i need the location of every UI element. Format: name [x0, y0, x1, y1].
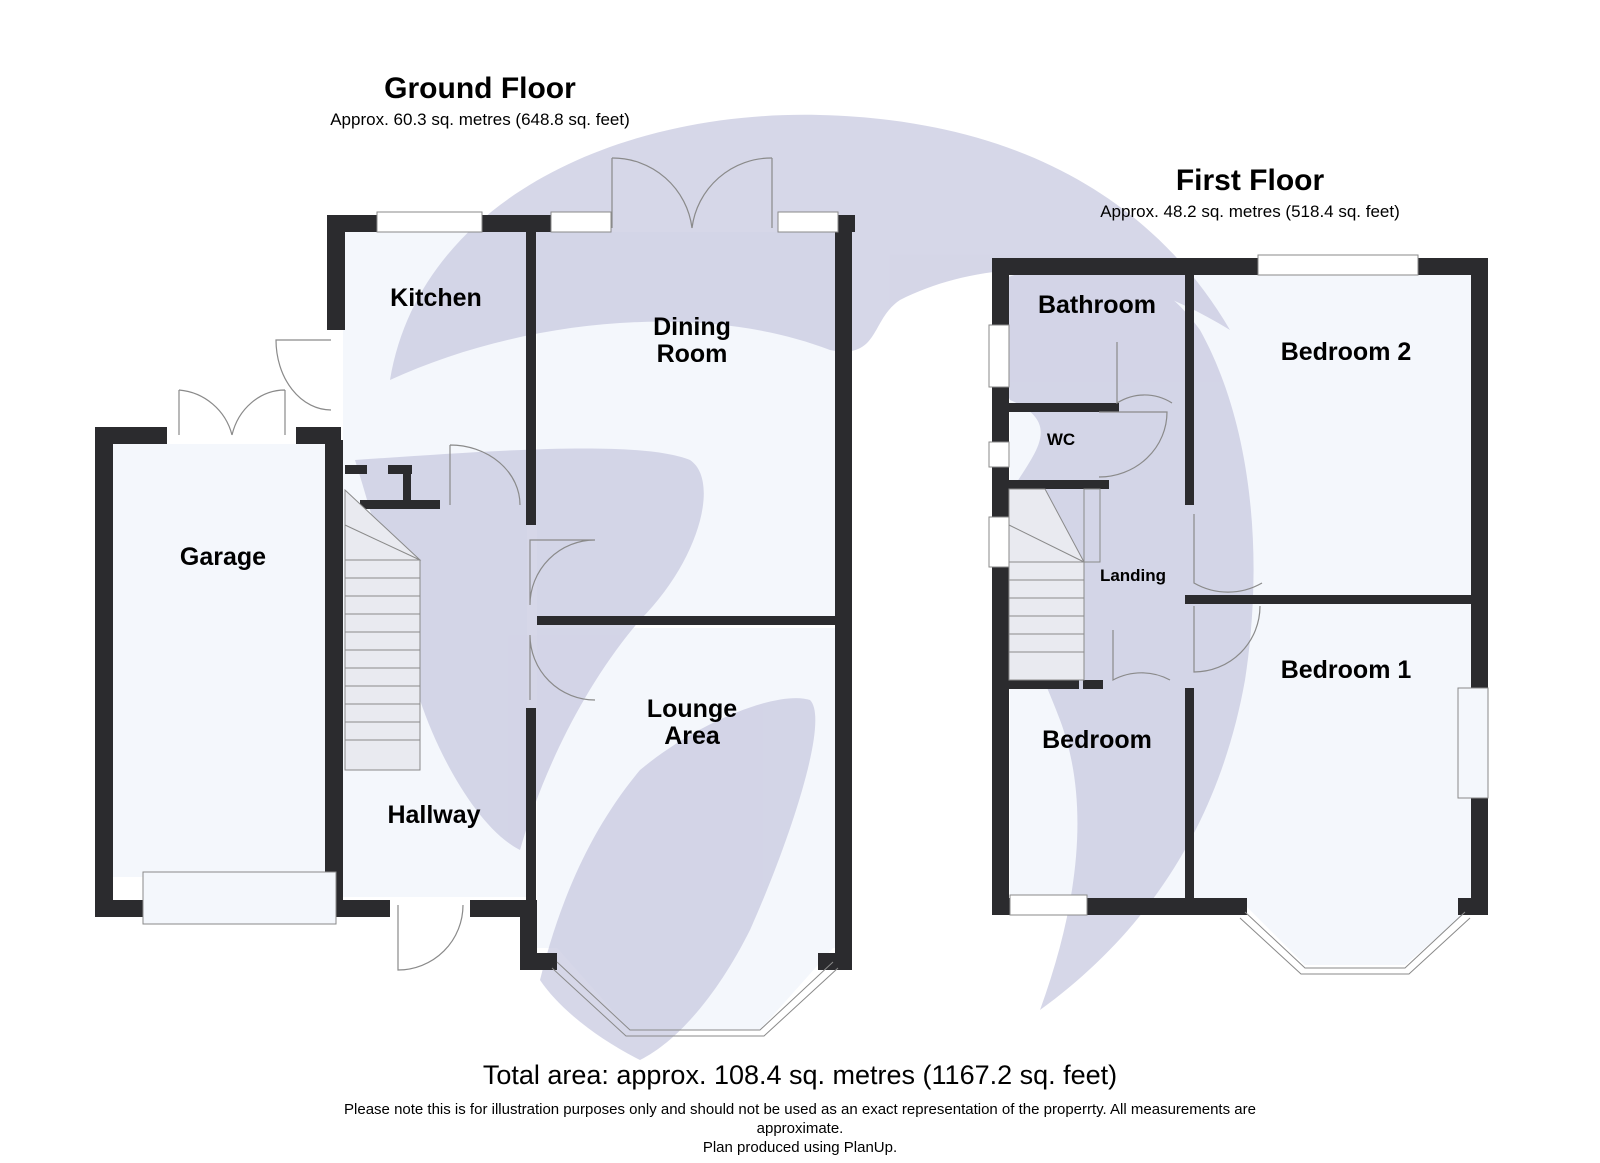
room-label-wc: WC: [1046, 430, 1076, 449]
staircases: [344, 488, 1101, 771]
ground-floor-title: Ground Floor: [384, 72, 576, 105]
bay-windows: [551, 911, 1471, 1037]
room-label-lounge-area: Lounge Area: [647, 696, 737, 750]
windows: [142, 211, 1489, 925]
room-label-bedroom-1: Bedroom 1: [1280, 656, 1412, 684]
room-label-landing: Landing: [1099, 566, 1167, 585]
disclaimer-line-1: Please note this is for illustration pur…: [344, 1101, 1256, 1118]
disclaimer: Please note this is for illustration pur…: [280, 1100, 1320, 1157]
dining-line-1: Dining: [653, 313, 731, 341]
room-label-bathroom: Bathroom: [1037, 291, 1157, 319]
room-label-bedroom-2: Bedroom 2: [1280, 338, 1412, 366]
bedroom1-bay-fill: [1245, 905, 1475, 965]
room-label-garage: Garage: [179, 543, 267, 571]
disclaimer-line-2: approximate.: [756, 1120, 844, 1137]
first-floor-title: First Floor: [1175, 164, 1325, 197]
ground-floor-area: Approx. 60.3 sq. metres (648.8 sq. feet): [330, 110, 630, 129]
room-label-bedroom: Bedroom: [1042, 726, 1152, 754]
room-label-hallway: Hallway: [387, 801, 481, 829]
dining-line-2: Room: [656, 340, 728, 368]
room-label-dining-room: Dining Room: [653, 314, 731, 368]
ground-floor-walls: [95, 215, 855, 970]
lounge-line-1: Lounge: [646, 695, 738, 723]
total-area: Total area: approx. 108.4 sq. metres (11…: [482, 1060, 1118, 1090]
lounge-line-2: Area: [664, 722, 720, 750]
garage-fill: [113, 444, 335, 877]
room-label-kitchen: Kitchen: [390, 284, 482, 312]
door-swings: [178, 157, 1263, 971]
plan-credit: Plan produced using PlanUp.: [702, 1139, 898, 1156]
first-floor-area: Approx. 48.2 sq. metres (518.4 sq. feet): [1100, 202, 1400, 221]
